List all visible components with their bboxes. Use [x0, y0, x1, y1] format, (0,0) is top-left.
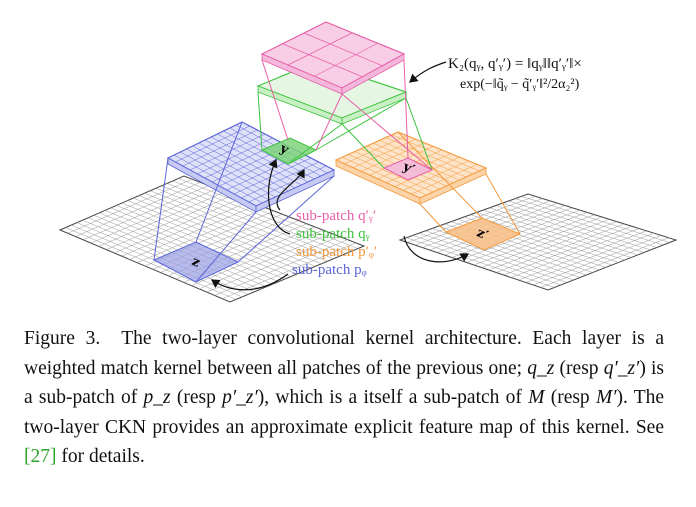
subpatch-label-pz: sub-patch pᵩ — [292, 262, 367, 278]
grid-line — [533, 235, 662, 286]
grid-line — [495, 205, 645, 253]
grid-line — [191, 229, 324, 286]
grid-line — [127, 200, 304, 272]
grid-line — [540, 237, 669, 288]
caption-text-3: ), which is a itself a sub-patch of — [257, 387, 522, 408]
arrow-to-pz — [211, 273, 289, 291]
arrow-formula — [409, 61, 447, 83]
grid-line — [198, 233, 332, 290]
grid-line — [525, 232, 654, 283]
grid-line — [241, 161, 319, 199]
grid-line — [138, 195, 316, 267]
caption-resp-1: (resp — [559, 357, 599, 379]
math-M-prime: M′ — [595, 387, 617, 408]
arrow-to-pzp — [403, 235, 470, 263]
grid-line — [133, 197, 310, 270]
pink-projection-lines — [261, 59, 433, 171]
architecture-figure: y y′ z z′ sub-patch q′ᵧ′ sub-patch qᵧ su… — [58, 21, 678, 303]
grid-line — [379, 140, 467, 178]
grid-line — [144, 192, 322, 265]
math-qz: q_z — [527, 357, 555, 379]
grid-line — [248, 165, 327, 203]
grid-line — [161, 185, 340, 257]
blue-feature-map — [166, 121, 336, 213]
grid-line — [496, 223, 625, 273]
kernel-formula-line1: K₂(qᵧ, q′ᵧ′) = ‖qᵧ‖‖q′ᵧ′‖× — [448, 56, 582, 72]
grid-line — [206, 236, 340, 293]
math-qzp: q′_z′ — [603, 357, 640, 379]
grid-line — [166, 183, 346, 254]
math-pz: p_z — [143, 387, 171, 408]
grid-line — [172, 180, 352, 252]
input-grid-right — [398, 193, 678, 291]
grid-line — [403, 160, 469, 191]
kernel-formula-line2: exp(−‖q̃ᵧ − q̃′ᵧ′‖²/2α₂²) — [460, 77, 580, 92]
grid-line — [155, 188, 334, 259]
math-M: M — [528, 387, 545, 408]
math-pzp: p′_z′ — [222, 387, 258, 408]
grid-line — [476, 212, 625, 261]
grid-line — [518, 230, 647, 281]
grid-line — [481, 219, 610, 268]
grid-line — [521, 196, 670, 243]
pink-top-map — [260, 21, 406, 95]
grid-line — [502, 202, 651, 251]
grid-line — [473, 216, 603, 266]
blue-projection-lines — [153, 121, 335, 283]
grid-line — [515, 198, 664, 246]
grid-line — [488, 221, 617, 271]
grid-line — [470, 214, 619, 263]
arrow-to-qyp — [276, 168, 305, 211]
grid-line — [510, 228, 640, 278]
grid-line — [373, 142, 460, 181]
caption-text-2: ) is a sub-patch of — [24, 357, 664, 409]
caption-resp-2: (resp — [176, 387, 216, 408]
grid-line — [503, 225, 632, 276]
caption-text-1: The two-layer convolutional kernel archi… — [24, 328, 664, 379]
grid-line — [150, 190, 328, 262]
grid-line — [483, 209, 632, 258]
figure-label: Figure 3. — [24, 328, 101, 349]
arrow-to-qy — [267, 158, 291, 235]
caption-resp-3: (resp — [550, 387, 590, 408]
orange-projection-lines — [397, 131, 521, 235]
grid-line — [214, 239, 348, 296]
grid-line — [508, 200, 657, 248]
grid-line — [489, 207, 638, 256]
figure-caption: Figure 3. The two-layer convolutional ke… — [24, 324, 664, 472]
subpatch-label-qyp: sub-patch q′ᵧ′ — [296, 208, 376, 224]
caption-text-4: ). The two-layer CKN provides an approxi… — [24, 387, 665, 438]
green-projection-lines — [257, 91, 433, 171]
caption-text-5: for details. — [61, 446, 145, 467]
grid-line — [178, 178, 359, 249]
subpatch-label-qy: sub-patch qᵧ — [296, 226, 370, 242]
citation-link[interactable]: [27] — [24, 446, 57, 467]
subpatch-label-pzp: sub-patch p′ᵩ′ — [296, 244, 377, 260]
